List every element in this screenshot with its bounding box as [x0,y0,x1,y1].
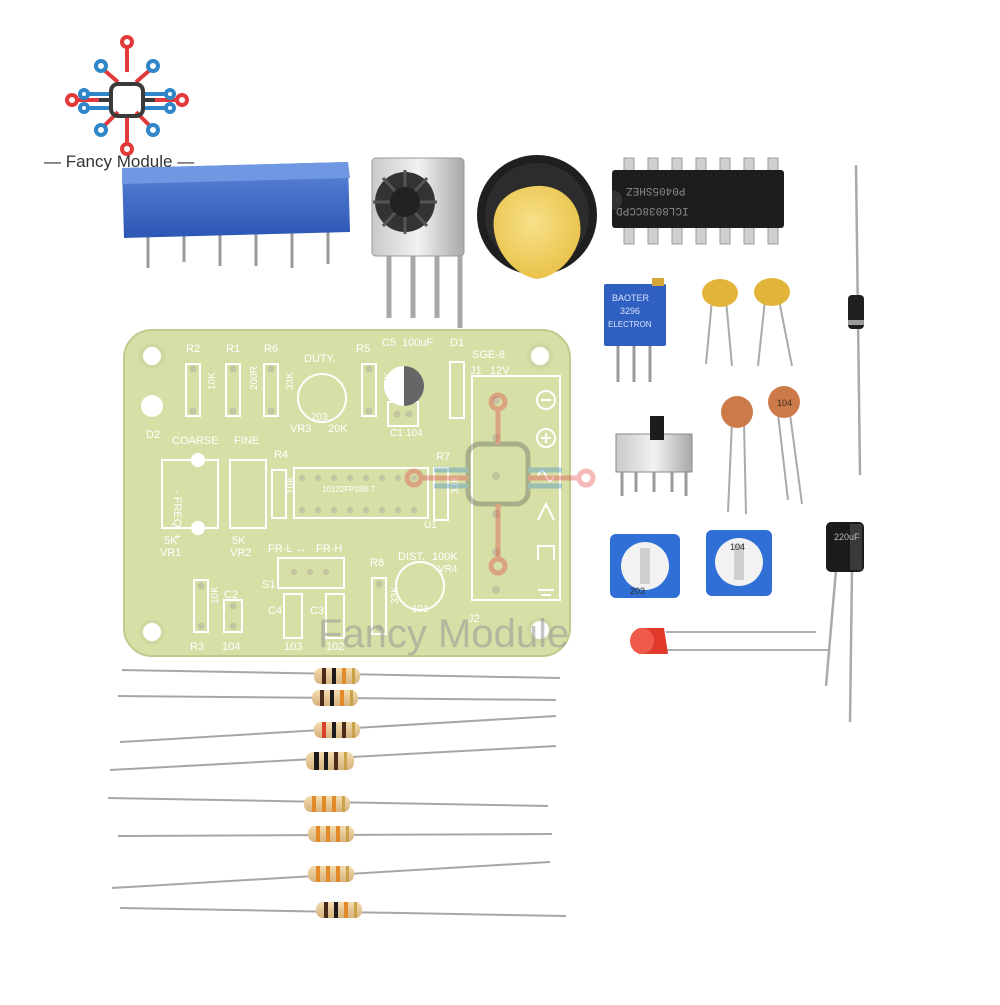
ceramic-capacitor-yellow [702,278,793,367]
label-r1-value: 200R [249,366,260,390]
ic-marking-1: ICL8038CCPD [616,204,689,216]
trimmer-potentiometer-1: 203 [610,534,680,598]
ic-chip: ICL8038CCPD P0405SHEZ [612,157,784,245]
label-vr1: VR1 [160,547,181,559]
electrolytic-capacitor: 220uF [824,522,864,723]
label-vr3: VR3 [290,423,311,435]
label-r6: R6 [264,343,278,355]
label-r5: R5 [356,343,370,355]
resistor [312,690,358,706]
label-r6-value: 33K [285,372,296,390]
slide-switch [615,416,693,496]
ic-marking-2: P0405SHEZ [626,184,686,196]
label-j2: J2 [468,613,480,625]
label-s1: S1 [262,579,275,591]
resistor [306,752,354,770]
label-c5-value: 100uF [402,337,433,349]
multiturn-trimmer-3296: BAOTER 3296 ELECTRON [604,278,666,382]
label-vr3-res: 20K [328,423,348,435]
label-c2: C2 [224,589,238,601]
label-coarse: COARSE [172,435,218,447]
resistor [314,722,360,738]
resistor [314,668,360,684]
label-c1-value: 104 [406,428,423,439]
trimmer-potentiometer-2: 104 [706,530,772,596]
label-r5-value: 33K [383,372,394,390]
label-r4-value: 10K [286,476,297,494]
trimmer-model: 3296 [620,306,640,316]
ceramic-capacitor-orange: 104 [721,386,803,515]
label-vr4: VR4 [438,564,458,575]
trimmer-1-marking: 203 [630,586,645,596]
rotary-potentiometer [371,157,465,328]
label-j1: J1 [470,365,482,377]
label-chip-id: 10122FP188-7 [322,485,375,494]
label-c4: C4 [268,605,282,617]
label-sge: SGE-8 [472,349,505,361]
yellow-knob [477,155,597,279]
circuit-logo-icon [65,35,189,156]
cap-marking: 104 [777,398,792,408]
label-d1: D1 [450,337,464,349]
watermark-text: Fancy Module [318,612,570,656]
label-r7-value: 33K [450,476,461,494]
diode-1n4148 [848,164,864,476]
resistor [304,796,350,812]
label-duty: DUTY. [304,353,336,365]
label-frh: FR-H [316,543,342,555]
label-r1: R1 [226,343,240,355]
red-led [630,628,828,654]
electrolytic-marking: 220uF [834,532,860,542]
label-c3: C3 [310,605,324,617]
label-r8: R8 [370,557,384,569]
label-c3-value: 102 [326,641,344,653]
label-r2: R2 [186,343,200,355]
label-r8-value: 33K [390,586,401,604]
label-r7: R7 [436,451,450,463]
label-c1: C1 [390,428,403,439]
watermark-logo-icon [404,392,596,576]
resistor [308,866,354,882]
brand-name: — Fancy Module — [44,152,195,171]
blue-trimmer-block [122,162,350,268]
label-12v: 12V [490,365,510,377]
trimmer-maker: ELECTRON [608,320,652,329]
label-c2-value: 104 [222,641,240,653]
label-d2: D2 [146,429,160,441]
trimmer-brand: BAOTER [612,293,650,303]
label-r4: R4 [274,449,288,461]
label-c4-value: 103 [284,641,302,653]
label-c5: C5 [382,337,396,349]
label-vr2: VR2 [230,547,251,559]
label-vr4-value: 101 [412,604,429,615]
resistor [316,902,362,918]
resistor-bodies [304,668,362,918]
label-r2-value: 10K [207,372,218,390]
label-vr2-value: 5K [232,535,246,547]
label-r3: R3 [190,641,204,653]
label-r3-value: 10K [210,586,221,604]
pcb-board: R2 R1 R6 DUTY. R5 C5 100uF D1 SGE-8 J1 1… [123,329,571,657]
trimmer-2-marking: 104 [730,542,745,552]
label-vr1-value: 5K [164,535,178,547]
label-vr3-value: 203 [311,412,328,423]
label-fine: FINE [234,435,259,447]
resistor [308,826,354,842]
arrow-both-icon: ↔ [296,543,307,555]
label-freq: - FREQ. + [171,490,183,540]
label-dist-value: 100K [432,551,458,563]
label-u1: U1 [424,520,437,531]
label-frl: FR-L [268,543,292,555]
label-dist: DIST. [398,551,425,563]
